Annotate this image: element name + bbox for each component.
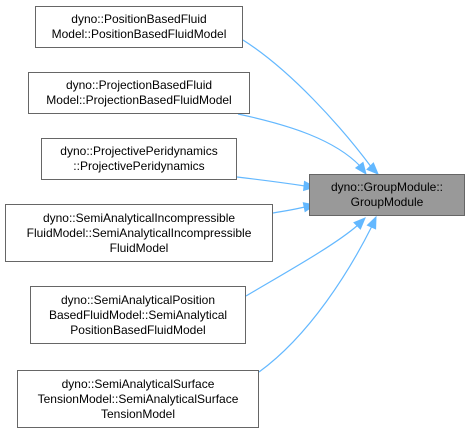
node-label-line: dyno::ProjectivePeridynamics [60, 144, 218, 158]
node-label-line: dyno::SemiAnalyticalIncompressible [42, 210, 236, 225]
inheritance-edge [236, 176, 306, 187]
arrowhead-icon [353, 217, 366, 230]
node-projection-based-fluid-model[interactable]: dyno::ProjectionBasedFluid Model::Projec… [28, 72, 250, 114]
node-semi-analytical-position-based-fluid-model[interactable]: dyno::SemiAnalyticalPosition BasedFluidM… [30, 286, 246, 344]
inheritance-edge [245, 224, 359, 297]
node-position-based-fluid-model[interactable]: dyno::PositionBasedFluid Model::Position… [35, 6, 243, 48]
node-label-line: dyno::GroupModule:: [330, 180, 444, 194]
node-label-line: BasedFluidModel::SemiAnalytical [48, 307, 228, 322]
node-group-module: dyno::GroupModule:: GroupModule [309, 174, 465, 216]
inheritance-edge [242, 39, 373, 169]
node-label-line: GroupModule [350, 195, 424, 209]
inheritance-edge [272, 206, 306, 214]
node-label-line: TensionModel [100, 406, 176, 421]
node-semi-analytical-surface-tension-model[interactable]: dyno::SemiAnalyticalSurface TensionModel… [17, 370, 259, 428]
node-label-line: Model::PositionBasedFluidModel [51, 27, 227, 41]
node-label-line: dyno::SemiAnalyticalPosition [60, 292, 216, 307]
node-label-line: dyno::ProjectionBasedFluid [65, 78, 213, 92]
node-label-line: FluidModel::SemiAnalyticalIncompressible [26, 225, 252, 240]
inheritance-edge [237, 113, 361, 167]
node-label-line: ::ProjectivePeridynamics [73, 159, 205, 173]
node-projective-peridynamics[interactable]: dyno::ProjectivePeridynamics ::Projectiv… [41, 138, 237, 180]
node-semi-analytical-incompressible-fluid-model[interactable]: dyno::SemiAnalyticalIncompressible Fluid… [5, 204, 273, 262]
node-label-line: dyno::SemiAnalyticalSurface [61, 376, 215, 391]
inheritance-edge [258, 225, 373, 373]
node-label-line: TensionModel::SemiAnalyticalSurface [37, 391, 239, 406]
node-label-line: Model::ProjectionBasedFluidModel [46, 93, 232, 107]
node-label-line: FluidModel [109, 240, 169, 255]
node-label-line: PositionBasedFluidModel [70, 322, 206, 337]
node-label-line: dyno::PositionBasedFluid [71, 12, 207, 26]
arrowhead-icon [366, 215, 377, 230]
arrowhead-icon [366, 162, 379, 175]
arrowhead-icon [354, 161, 367, 176]
